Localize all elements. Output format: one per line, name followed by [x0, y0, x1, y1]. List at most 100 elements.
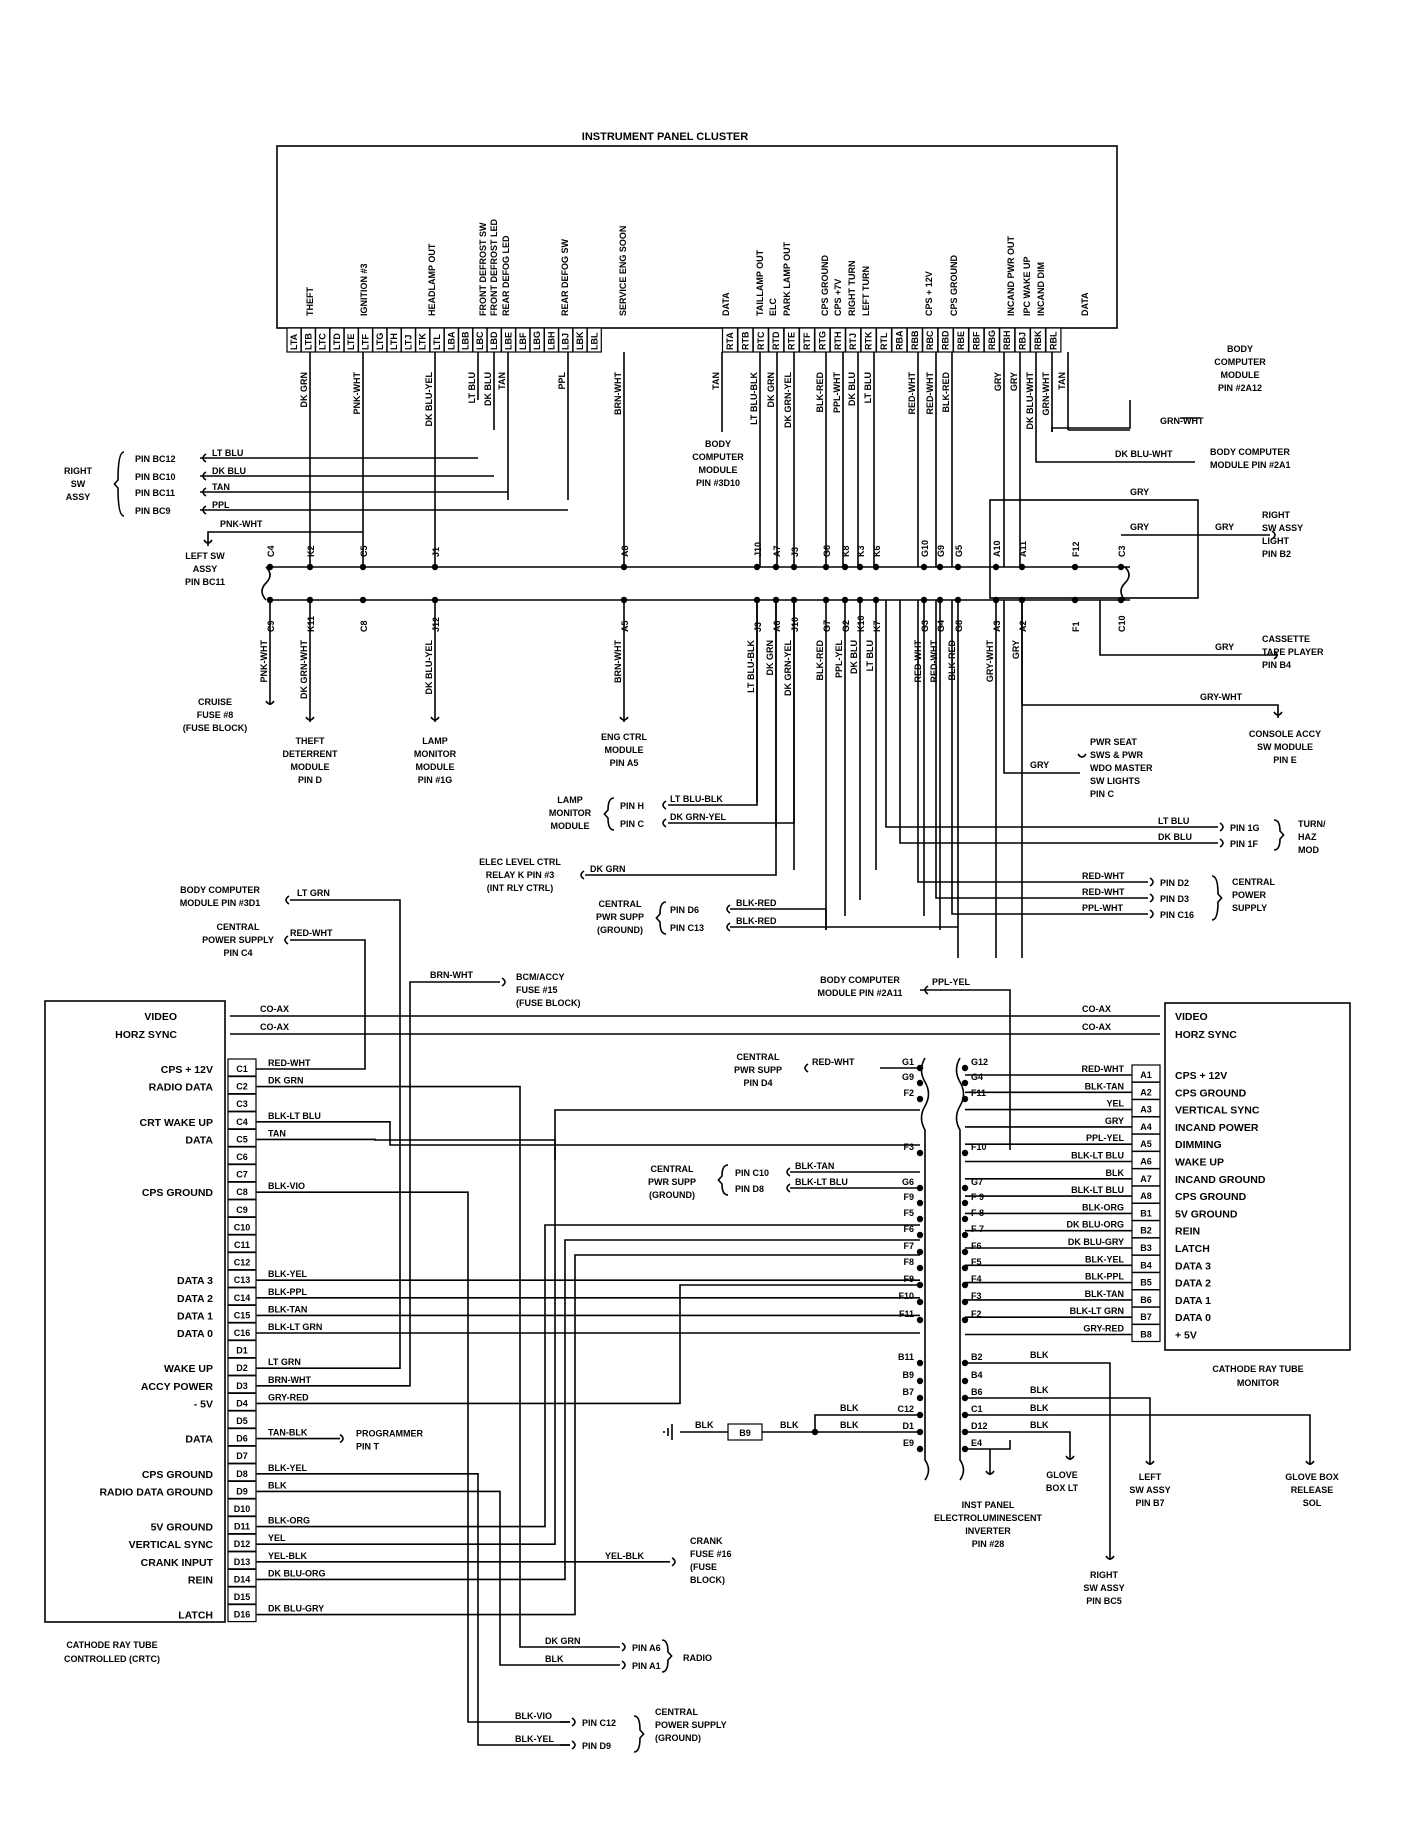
wire-color-label: DK BLU-ORG [268, 1568, 326, 1578]
cluster-function-label: DATA [721, 292, 731, 316]
cluster-pin-label: LTJ [403, 335, 413, 350]
connector-arrow [1271, 530, 1276, 540]
central-power-supply: POWER [1232, 890, 1267, 900]
cluster-function-label: CPS +7V [833, 279, 843, 316]
crtc-pin-label: D16 [234, 1610, 251, 1620]
wire-color-label: GRY [1011, 640, 1021, 659]
cruise-fuse: FUSE #8 [197, 710, 234, 720]
inline-pin-right: G12 [971, 1057, 988, 1067]
glove-box-lt: BOX LT [1046, 1483, 1079, 1493]
central-pwr-d4: PWR SUPP [734, 1065, 782, 1075]
pwr-seat-sw: SW LIGHTS [1090, 776, 1140, 786]
connector-pin-top: G10 [920, 540, 930, 557]
pwr-seat-sw: PIN C [1090, 789, 1115, 799]
wire-color-label: DK BLU [1158, 832, 1192, 842]
wire-color-label: GRY [1130, 487, 1149, 497]
lamp-monitor-1g: PIN #1G [418, 775, 453, 785]
monitor-pin-label: A6 [1140, 1157, 1152, 1167]
splice-dot [916, 1298, 924, 1306]
cluster-pin-label: RBB [910, 330, 920, 350]
crtc-pin [227, 1603, 257, 1623]
splice-dot [961, 1281, 969, 1289]
wire-color-label: GRY-RED [268, 1392, 309, 1402]
right-sw-assy: RIGHT [64, 466, 93, 476]
wire-color-label: GRY [1105, 1116, 1124, 1126]
crtc-label: 5V GROUND [151, 1522, 214, 1534]
theft-deterrent-module: MODULE [291, 762, 330, 772]
splice-dot [961, 1095, 969, 1103]
central-power-c4: PIN C4 [223, 948, 252, 958]
splice-dot [916, 1215, 924, 1223]
connector-arrow [1149, 909, 1154, 919]
connector-pin-top: A11 [1018, 541, 1028, 557]
cassette-tape-player: PIN B4 [1262, 660, 1291, 670]
monitor-name: CATHODE RAY TUBE [1212, 1364, 1303, 1374]
cluster-function-label: IGNITION #3 [359, 263, 369, 316]
wire-color-label: BLK-PPL [268, 1287, 307, 1297]
connector-arrow [924, 985, 929, 995]
cluster-pin-label: RBD [941, 330, 951, 350]
wire-color-label: BLK-RED [736, 916, 777, 926]
eng-ctrl-module: ENG CTRL [601, 732, 648, 742]
wire-color-label: LT GRN [297, 888, 330, 898]
body-computer-3d10: BODY [705, 439, 731, 449]
wire-color-label: DK GRN [765, 640, 775, 676]
inline-pin-left: D1 [902, 1421, 914, 1431]
crtc-pin [227, 1181, 257, 1200]
connector-pin-top: J1 [431, 547, 441, 557]
splice-dot [916, 1149, 924, 1157]
monitor-pin-label: B1 [1140, 1208, 1152, 1218]
wire [1099, 600, 1278, 656]
inst-panel-inverter: PIN #28 [972, 1539, 1005, 1549]
wire-color-label: BLK-VIO [515, 1711, 552, 1721]
cluster-function-label: FRONT DEFROST SW [478, 222, 488, 316]
inline-pin-left: F3 [903, 1142, 914, 1152]
inline-pin-left: F2 [903, 1088, 914, 1098]
connector-pin-bottom: G4 [936, 620, 946, 632]
cluster-pin [1045, 327, 1062, 353]
connector-pin-top: G5 [954, 545, 964, 557]
wire [256, 1121, 920, 1146]
pwr-seat-sw: WDO MASTER [1090, 763, 1153, 773]
wire-color-label: PNK-WHT [220, 519, 263, 529]
wire-color-label: BLK-YEL [268, 1269, 307, 1279]
lamp-monitor-module: MODULE [551, 821, 590, 831]
wire-color-label: GRY [1009, 372, 1019, 391]
brace [661, 1639, 673, 1673]
wire-color-label: DK GRN-YEL [783, 371, 793, 428]
cluster-pin-label: RTD [771, 331, 781, 350]
monitor-pin-label: B6 [1140, 1295, 1152, 1305]
wire-color-label: TAN [1057, 372, 1067, 390]
lamp-monitor-1g: MONITOR [414, 749, 457, 759]
inline-pin-right: F 7 [971, 1224, 984, 1234]
turn-haz-mod: MOD [1298, 845, 1319, 855]
wire-color-label: YEL-BLK [605, 1551, 644, 1561]
wire-color-label: LT BLU-BLK [749, 372, 759, 425]
monitor-label: REIN [1175, 1226, 1200, 1238]
cluster-pin-label: LTD [332, 333, 342, 350]
right-sw-light: LIGHT [1262, 536, 1289, 546]
left-sw-b7: SW ASSY [1129, 1485, 1170, 1495]
connector-arrow [619, 716, 629, 721]
wire [885, 600, 1218, 828]
gry-loop [989, 499, 1199, 599]
cluster-pin-label: LTC [318, 333, 328, 350]
left-sw-assy: PIN BC11 [185, 577, 225, 587]
monitor-pin-label: A1 [1140, 1070, 1152, 1080]
wire [1051, 400, 1131, 432]
monitor-label: HORZ SYNC [1175, 1029, 1237, 1041]
bcm-accy-fuse: (FUSE BLOCK) [516, 998, 581, 1008]
radio: RADIO [683, 1653, 712, 1663]
wire-color-label: BLK-ORG [268, 1516, 310, 1526]
crank-fuse: (FUSE [690, 1562, 717, 1572]
crtc-pin-label: C10 [234, 1222, 251, 1232]
splice-box [727, 1423, 763, 1441]
crtc-label: DATA [185, 1134, 213, 1146]
connector-pin-bottom: K11 [306, 616, 316, 632]
cluster-function-label: SERVICE ENG SOON [618, 226, 628, 316]
wire [951, 600, 1148, 915]
crtc-pin [227, 1445, 257, 1464]
wire [256, 1109, 920, 1545]
central-power-supply-ground: (GROUND) [655, 1733, 701, 1743]
right-sw-assy: SW [71, 479, 86, 489]
